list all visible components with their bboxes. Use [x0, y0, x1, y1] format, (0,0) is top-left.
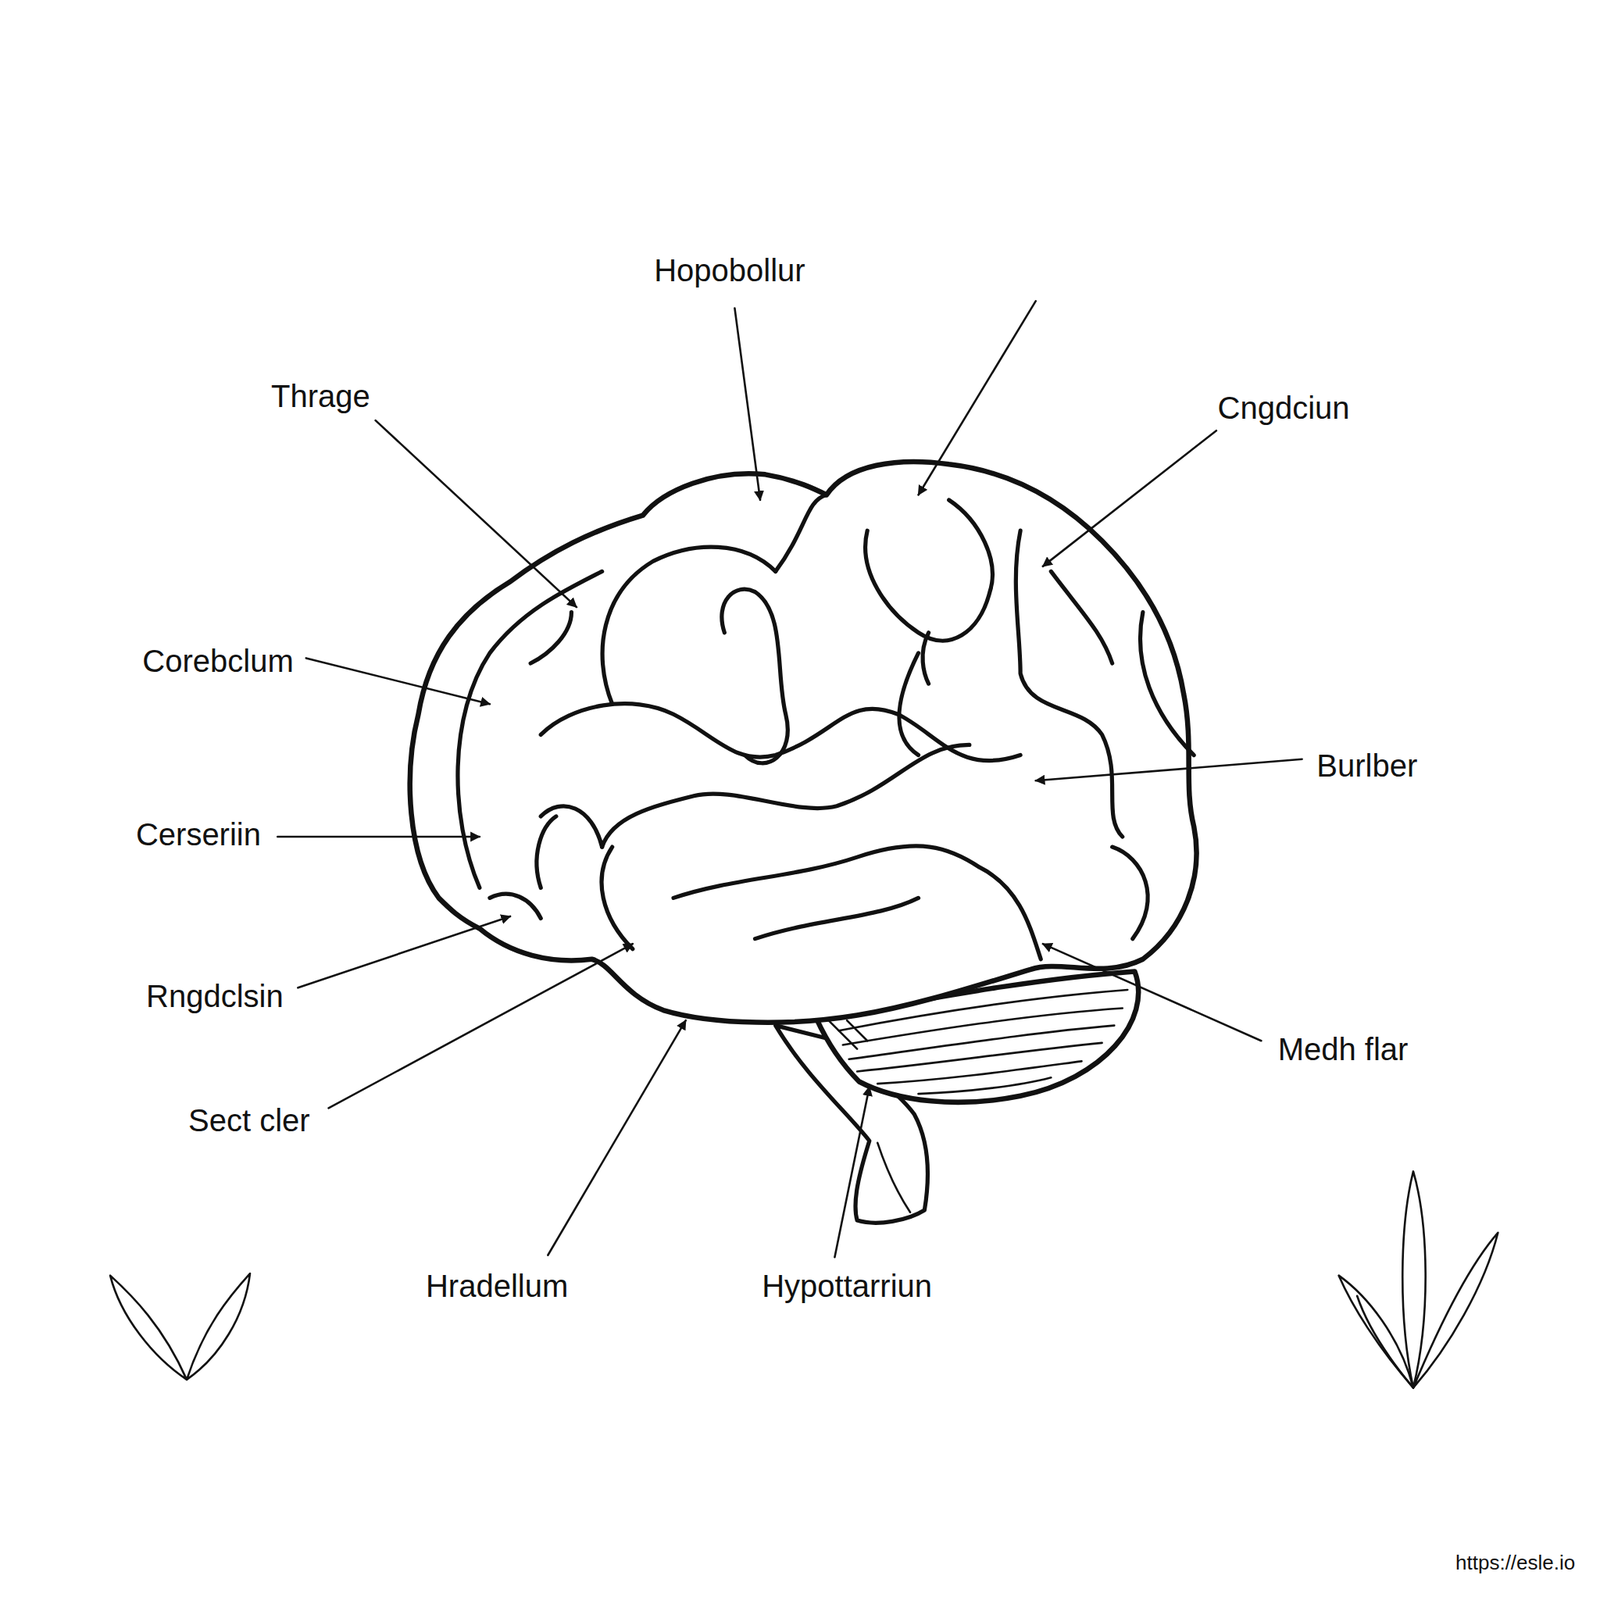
watermark: https://esle.io [1453, 1551, 1578, 1575]
part-label: Rngdclsin [143, 978, 286, 1015]
part-label: Thrage [268, 378, 373, 415]
cerebrum-outline [410, 461, 1197, 1023]
part-label: Cngdciun [1215, 389, 1353, 426]
part-label: Sect cler [185, 1102, 313, 1139]
part-label: Burlber [1314, 747, 1420, 784]
part-label: Hypottarriun [759, 1267, 935, 1304]
leaf-decoration [110, 1171, 1498, 1388]
brain-folds [457, 494, 1194, 959]
leader-lines [277, 300, 1302, 1258]
part-label: Cerseriin [133, 816, 264, 853]
brainstem-line [877, 1142, 911, 1213]
part-label: Corebclum [139, 642, 296, 679]
part-label: Hradellum [423, 1267, 571, 1304]
part-label: Hopobollur [651, 252, 808, 289]
part-label: Medh flar [1275, 1031, 1411, 1068]
